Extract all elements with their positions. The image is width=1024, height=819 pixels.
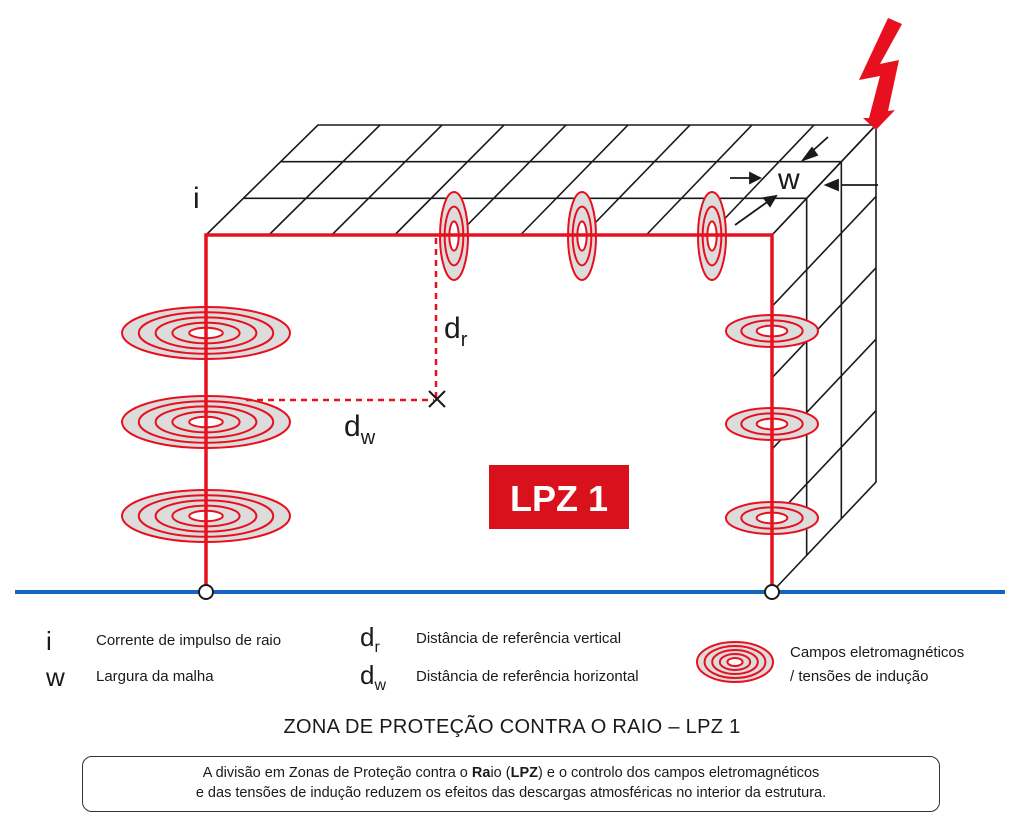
field-ring (711, 649, 759, 675)
roof-mesh (204, 124, 878, 236)
dr-sub: r (461, 329, 468, 351)
roof-grid-line (708, 124, 815, 236)
caption-l1-bold1: Ra (471, 765, 491, 781)
legend-dw-main: d (360, 660, 375, 690)
wall-grid-line (771, 195, 877, 307)
reference-point-cross-icon (428, 390, 446, 408)
caption-l1b: io ( (490, 765, 511, 781)
caption-l1-bold2: LPZ (510, 765, 538, 781)
wall-grid-line (771, 267, 877, 379)
legend-dr-sub: r (374, 639, 380, 656)
field-ring (726, 657, 744, 667)
dr-main: d (444, 312, 461, 345)
dr-label: dr (444, 312, 468, 351)
roof-grid-line (519, 124, 629, 236)
diagram-title: ZONA DE PROTEÇÃO CONTRA O RAIO – LPZ 1 (283, 716, 741, 738)
legend-symbol-current: i (46, 626, 52, 656)
roof-grid-line (394, 124, 505, 236)
field-ring (718, 653, 752, 671)
field-legend-rings (696, 641, 774, 683)
legend-symbol-dw: dw (360, 662, 386, 699)
field-ring (703, 645, 767, 679)
caption-l1a: A divisão em Zonas de Proteção contra o (202, 765, 472, 781)
legend-symbol-dr: dr (360, 624, 380, 661)
legend: i Corrente de impulso de raio w Largura … (0, 618, 1024, 698)
mesh-width-arrows (730, 136, 878, 226)
roof-grid-line (268, 124, 381, 236)
legend-text-mesh-width: Largura da malha (96, 668, 214, 685)
roof-grid-line (456, 124, 567, 236)
legend-text-dr: Distância de referência vertical (416, 630, 622, 647)
roof-grid-line (645, 124, 753, 236)
lightning-bolt-icon (859, 18, 902, 130)
mesh-width-label: w (777, 163, 800, 196)
legend-text-current: Corrente de impulso de raio (96, 632, 282, 649)
legend-dw-sub: w (374, 677, 387, 694)
dw-label: dw (344, 410, 376, 449)
legend-text-fields-1: Campos eletromagnéticos (790, 644, 965, 661)
caption-box: A divisão em Zonas de Proteção contra o … (82, 756, 940, 812)
roof-grid-line (582, 124, 691, 236)
ground-terminal-right (764, 584, 780, 600)
legend-text-fields-2: / tensões de indução (790, 668, 929, 685)
legend-dr-main: d (360, 622, 375, 652)
roof-grid-line (331, 124, 443, 236)
legend-text-dw: Distância de referência horizontal (416, 668, 639, 685)
caption-l1c: ) e o controlo dos campos eletromagnétic… (538, 765, 820, 781)
dw-sub: w (360, 427, 376, 449)
caption-l2: e das tensões de indução reduzem os efei… (195, 785, 827, 801)
current-label: i (193, 182, 200, 215)
zone-label: LPZ 1 (510, 478, 608, 519)
ground-terminal-left (198, 584, 214, 600)
legend-symbol-mesh-width: w (46, 662, 65, 692)
zone-badge (489, 465, 629, 529)
field-legend-icon (696, 641, 774, 683)
roof-outline (204, 124, 878, 236)
down-conductor-frame (204, 233, 774, 592)
dw-main: d (344, 410, 361, 443)
